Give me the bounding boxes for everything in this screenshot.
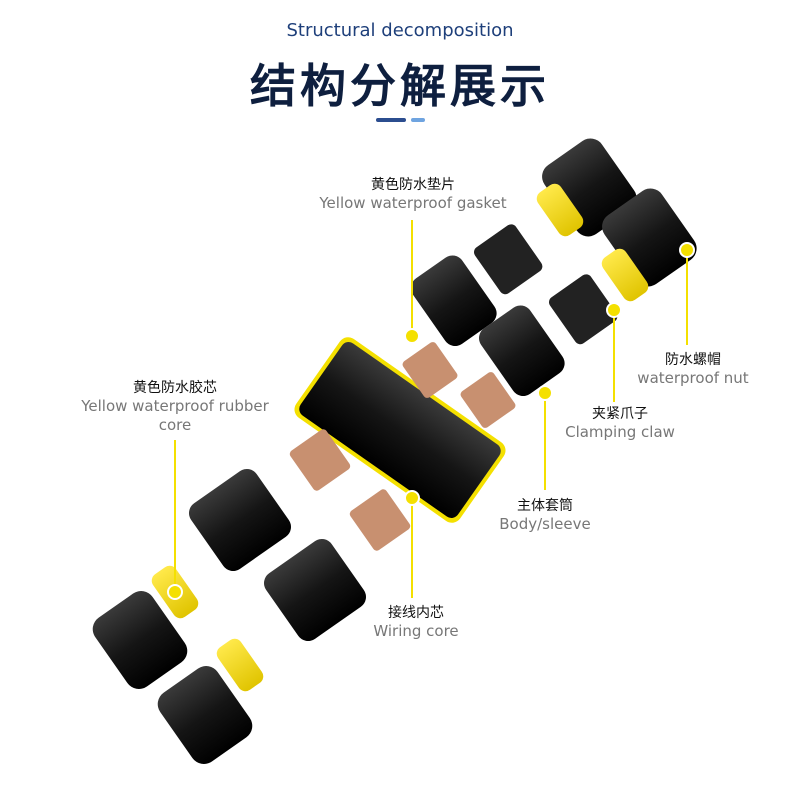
label-claw: 夹紧爪子 Clamping claw: [565, 403, 675, 442]
upper-body-2: [479, 305, 565, 396]
label-en: Yellow waterproof rubber: [81, 397, 269, 415]
label-cn: 主体套筒: [517, 498, 573, 514]
label-cn: 黄色防水胶芯: [133, 380, 217, 396]
lower-body-2: [264, 539, 366, 641]
upper-claw-1: [474, 224, 543, 295]
label-cn: 接线内芯: [387, 605, 444, 621]
main-housing: [294, 337, 506, 523]
label-en: waterproof nut: [637, 369, 749, 387]
label-cn: 夹紧爪子: [592, 406, 648, 422]
marker-body: [537, 385, 553, 401]
lower-nut-2: [157, 666, 253, 764]
label-en-line2: core: [158, 416, 192, 434]
label-en: Yellow waterproof gasket: [319, 194, 507, 212]
label-body: 主体套筒 Body/sleeve: [499, 495, 590, 534]
label-gasket: 黄色防水垫片 Yellow waterproof gasket: [319, 174, 506, 213]
leader-core: [411, 498, 413, 598]
upper-claw-2: [549, 274, 618, 345]
label-nut: 防水螺帽 waterproof nut: [637, 349, 748, 388]
leader-body: [544, 393, 546, 490]
page-title: 结构分解展示: [250, 59, 550, 113]
upper-gasket-2: [601, 248, 649, 302]
lower-gasket-2: [216, 638, 264, 692]
leader-gasket: [411, 220, 413, 335]
marker-nut: [679, 242, 695, 258]
label-cn: 防水螺帽: [665, 352, 721, 368]
leader-nut: [686, 250, 688, 345]
subtitle: Structural decomposition: [286, 20, 514, 41]
leader-claw: [613, 310, 615, 402]
label-en: Wiring core: [373, 622, 459, 640]
title-underline-dark: [376, 118, 406, 122]
lower-nut-1: [92, 591, 188, 689]
upper-gasket-1: [536, 183, 584, 237]
upper-body-1: [411, 255, 497, 346]
marker-core: [404, 490, 420, 506]
label-cn: 黄色防水垫片: [371, 177, 455, 193]
marker-gasket: [404, 328, 420, 344]
leader-rubber: [174, 440, 176, 592]
lower-body-1: [189, 469, 291, 571]
label-rubber-core: 黄色防水胶芯 Yellow waterproof rubber core: [81, 377, 269, 435]
marker-rubber: [167, 584, 183, 600]
label-core: 接线内芯 Wiring core: [373, 602, 458, 641]
label-en: Clamping claw: [565, 423, 675, 441]
label-en: Body/sleeve: [499, 515, 591, 533]
title-underline-light: [411, 118, 425, 122]
marker-claw: [606, 302, 622, 318]
